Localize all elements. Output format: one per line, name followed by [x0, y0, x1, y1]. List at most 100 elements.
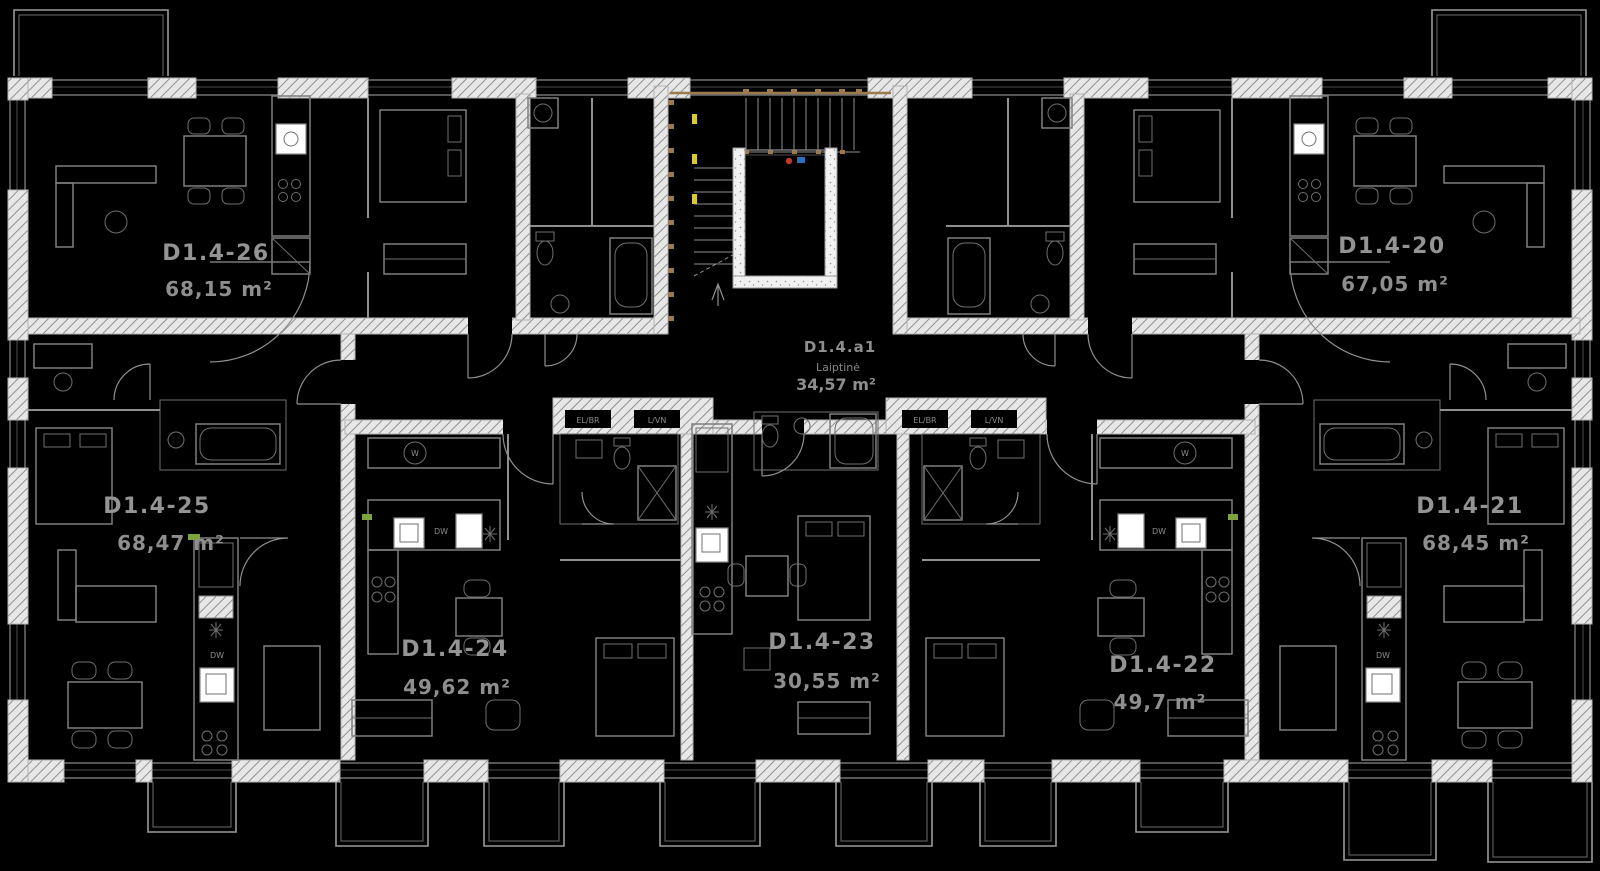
- balconies: [13, 9, 1593, 863]
- table: [455, 597, 503, 637]
- washbasin: [793, 417, 811, 435]
- stove: [699, 586, 711, 598]
- stove: [1372, 730, 1384, 742]
- bed: [797, 515, 871, 621]
- bed: [925, 637, 1005, 737]
- washer-label: W: [411, 449, 419, 458]
- wardrobe: [1279, 645, 1337, 731]
- washbasin: [167, 431, 185, 449]
- bathtub: [947, 237, 991, 315]
- unit-id: D1.4-25: [103, 494, 210, 519]
- pillow: [447, 115, 462, 143]
- chair: [463, 637, 491, 656]
- bed: [1133, 109, 1221, 203]
- elevator-shaft: [732, 147, 838, 289]
- bed: [35, 427, 113, 525]
- unit-area: 68,15 m²: [165, 277, 273, 301]
- chair: [221, 187, 245, 205]
- washing-machine: [1366, 595, 1402, 619]
- kitchen-cabinet: [695, 427, 729, 473]
- unit-20-furniture: [947, 95, 1545, 315]
- washer-drum: [403, 441, 427, 465]
- dishwasher-label: DW: [434, 527, 448, 536]
- unit-id: D1.4-21: [1416, 494, 1523, 519]
- chair: [1355, 117, 1379, 135]
- stove: [1298, 179, 1308, 189]
- washing-machine: [198, 595, 234, 619]
- unit-23-furniture: [691, 413, 877, 735]
- unit-label-21[interactable]: D1.4-21 68,45 m²: [1416, 494, 1530, 555]
- unit-area: 30,55 m²: [773, 669, 881, 693]
- dining-table: [67, 681, 143, 729]
- armchair: [1079, 699, 1115, 731]
- pillow: [1495, 433, 1523, 448]
- unit-area: 49,7 m²: [1114, 690, 1207, 714]
- chair: [71, 661, 97, 680]
- bathtub: [1319, 423, 1405, 465]
- chair: [463, 579, 491, 598]
- fridge: [271, 237, 311, 275]
- kitchen-sink: [393, 517, 425, 549]
- stair-up-arrow: [711, 282, 725, 306]
- kitchen-sink: [1365, 667, 1401, 703]
- kitchen-counter: [1289, 95, 1329, 237]
- green-utility-mark: [1228, 514, 1238, 520]
- shower: [637, 465, 677, 521]
- unit-label-20[interactable]: D1.4-20 67,05 m²: [1338, 234, 1449, 296]
- unit-label-23[interactable]: D1.4-23 30,55 m²: [768, 630, 881, 693]
- unit-label-26[interactable]: D1.4-26 68,15 m²: [162, 241, 273, 301]
- pillow: [967, 643, 997, 659]
- chair: [1461, 730, 1487, 749]
- stove: [1205, 576, 1217, 588]
- chair: [1461, 661, 1487, 680]
- unit-area: 68,45 m²: [1422, 531, 1530, 555]
- sofa: [57, 549, 77, 621]
- green-utility-mark: [362, 514, 372, 520]
- unit-id: D1.4-26: [162, 241, 269, 266]
- chair: [727, 563, 745, 587]
- dishwasher-label: DW: [1152, 527, 1166, 536]
- unit-label-24[interactable]: D1.4-24 49,62 m²: [401, 637, 511, 699]
- stove: [201, 730, 213, 742]
- fridge: [1289, 237, 1329, 275]
- utility-markers: [692, 114, 805, 204]
- desk-chair: [53, 372, 73, 392]
- pillow: [603, 643, 633, 659]
- shower: [923, 465, 963, 521]
- washbasin: [550, 294, 570, 314]
- kitchen-sink: [1293, 123, 1325, 155]
- desk: [33, 343, 93, 369]
- chair: [1355, 187, 1379, 205]
- chair: [107, 730, 133, 749]
- toilet: [1045, 231, 1065, 242]
- unit-label-25[interactable]: D1.4-25 68,47 m²: [103, 494, 225, 555]
- exterior-walls: [7, 77, 1593, 783]
- chair: [1389, 187, 1413, 205]
- unit-26-furniture: [55, 95, 653, 315]
- washbasin: [997, 439, 1025, 459]
- bathtub: [195, 423, 281, 465]
- kitchen-counter: [1099, 499, 1233, 551]
- vent-symbol: [1103, 526, 1117, 542]
- washbasin: [575, 439, 603, 459]
- stove: [371, 576, 383, 588]
- vent-symbol: [705, 504, 719, 520]
- coffee-table: [1472, 210, 1496, 234]
- bathtub: [829, 413, 877, 469]
- chair: [1109, 579, 1137, 598]
- unit-24-furniture: W DW: [351, 437, 677, 737]
- kitchen-cabinet: [198, 542, 234, 588]
- dishwasher-label: DW: [1376, 651, 1390, 660]
- vent-symbol: [1377, 622, 1391, 638]
- washer-drum: [1173, 441, 1197, 465]
- unit-label-22[interactable]: D1.4-22 49,7 m²: [1109, 653, 1216, 714]
- table: [745, 555, 789, 597]
- unit-22-furniture: W DW: [923, 437, 1249, 737]
- unit-area: 49,62 m²: [403, 675, 511, 699]
- washing-machine: [527, 97, 559, 129]
- kitchen-sink: [695, 527, 729, 563]
- kitchen-counter: [271, 95, 311, 237]
- interior-walls: [27, 85, 1581, 761]
- sofa: [55, 165, 157, 184]
